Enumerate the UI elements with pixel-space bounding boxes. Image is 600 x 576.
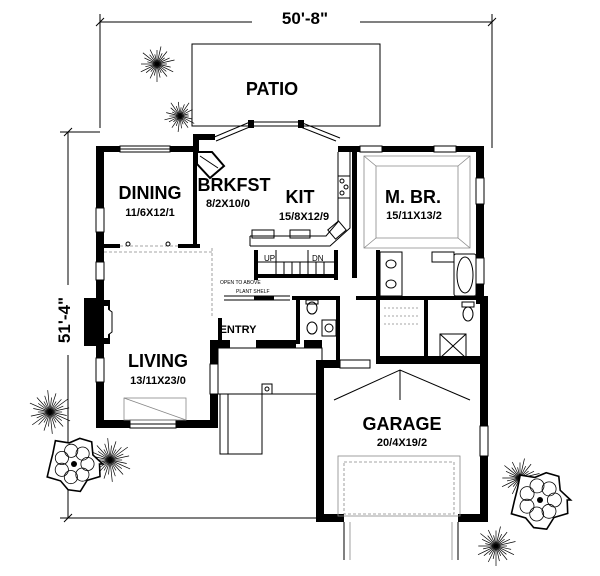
living-label: LIVING (128, 351, 188, 371)
tree-icon (29, 390, 71, 434)
plant-shelf-note: PLANT SHELF (236, 289, 270, 295)
kitchen: KIT 15/8X12/9 (249, 152, 351, 247)
fireplace-icon (86, 300, 113, 344)
dimension-width: 50'-8" (95, 8, 497, 148)
entry-label: ENTRY (220, 324, 258, 336)
stairs-down-label: DN (312, 254, 324, 263)
stairs-up-label: UP (264, 254, 275, 263)
stairs: UP DN (258, 250, 334, 274)
breakfast-size: 8/2X10/0 (206, 198, 250, 210)
dimension-depth: 51'-4" (52, 127, 318, 523)
patio: PATIO (191, 43, 381, 127)
tree-icon (46, 437, 105, 493)
windows (95, 145, 489, 457)
kitchen-label: KIT (286, 187, 315, 207)
living-size: 13/11X23/0 (130, 375, 186, 387)
dining-size: 11/6X12/1 (125, 207, 175, 219)
kitchen-size: 15/8X12/9 (279, 211, 329, 223)
garage-size: 20/4X19/2 (377, 437, 427, 449)
entry: ENTRY (217, 324, 323, 455)
dining-room: DINING 11/6X12/1 (119, 183, 182, 247)
master-bedroom-label: M. BR. (385, 187, 441, 207)
width-label: 50'-8" (282, 9, 328, 28)
tub-icon (453, 253, 477, 297)
tree-icon (510, 471, 573, 531)
garage: GARAGE 20/4X19/2 (333, 369, 471, 560)
master-bath (379, 251, 477, 359)
breakfast-room: BRKFST 8/2X10/0 (198, 175, 271, 210)
living-room: LIVING 13/11X23/0 (86, 300, 188, 421)
garage-label: GARAGE (362, 414, 441, 434)
breakfast-label: BRKFST (198, 175, 271, 195)
tree-icon (89, 438, 131, 482)
master-bedroom: M. BR. 15/11X13/2 (363, 155, 471, 249)
trees (29, 46, 573, 566)
tree-icon (140, 46, 175, 82)
tree-icon (477, 526, 516, 566)
toilet-icon (461, 301, 475, 322)
master-bedroom-size: 15/11X13/2 (386, 210, 442, 222)
sink-icon (327, 220, 347, 240)
bay-window (211, 120, 341, 142)
dining-label: DINING (119, 183, 182, 203)
range-icon (337, 175, 351, 199)
fireplace-icon (196, 151, 226, 180)
powder-room (305, 299, 337, 337)
open-to-above-area: OPEN TO ABOVE PLANT SHELF (104, 248, 290, 318)
open-to-above-note: OPEN TO ABOVE (220, 280, 261, 286)
depth-label: 51'-4" (55, 297, 74, 343)
patio-label: PATIO (246, 79, 298, 99)
tree-icon (164, 101, 195, 132)
interior-walls (98, 150, 476, 364)
